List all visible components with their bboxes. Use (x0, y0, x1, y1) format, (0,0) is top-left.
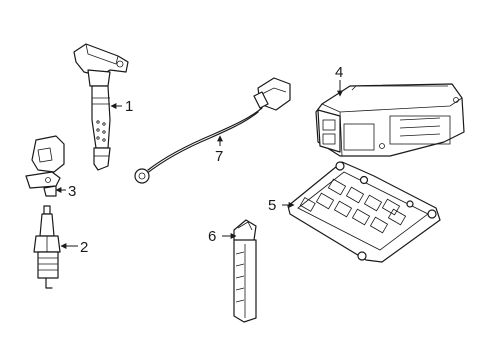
control-module-part (315, 83, 465, 157)
callout-6: 6 (208, 228, 216, 245)
callout-labels: 1 2 3 4 5 6 7 (68, 64, 343, 256)
callout-7: 7 (215, 148, 223, 165)
callout-5: 5 (268, 197, 276, 214)
position-sensor-part (25, 135, 65, 197)
hall-sensor-part (233, 219, 257, 323)
spark-plug-part (33, 205, 61, 289)
callout-4: 4 (335, 64, 343, 81)
callout-1: 1 (125, 98, 133, 115)
callout-3: 3 (68, 183, 76, 200)
callout-leaders (55, 80, 343, 249)
callout-2: 2 (80, 239, 88, 256)
mounting-bracket-part (287, 161, 441, 263)
knock-sensor-part (134, 77, 291, 184)
ignition-coil-part (73, 43, 129, 171)
